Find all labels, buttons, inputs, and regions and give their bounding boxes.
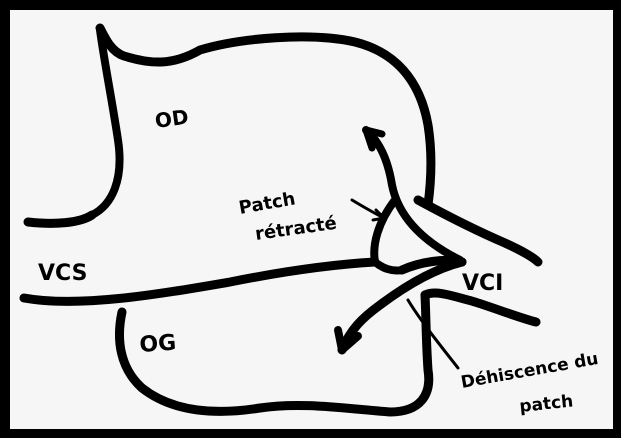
dehiscence-pointer (408, 300, 458, 368)
label-og: OG (139, 330, 177, 358)
vci-lower-wall (425, 293, 536, 322)
label-vcs: VCS (38, 261, 87, 286)
label-patch-line1: Patch (237, 188, 297, 219)
vcs-upper-wall (28, 215, 92, 223)
od-outline (100, 28, 431, 205)
label-dehiscence-line1: Déhiscence du (459, 349, 600, 393)
flow-arrow-up (366, 130, 460, 260)
od-left-wall (92, 30, 120, 215)
label-od: OD (153, 105, 190, 133)
vci-upper-wall (418, 200, 538, 262)
label-patch-line2: rétracté (254, 213, 338, 245)
label-vci: VCI (462, 271, 503, 296)
label-dehiscence-line2: patch (518, 391, 574, 417)
